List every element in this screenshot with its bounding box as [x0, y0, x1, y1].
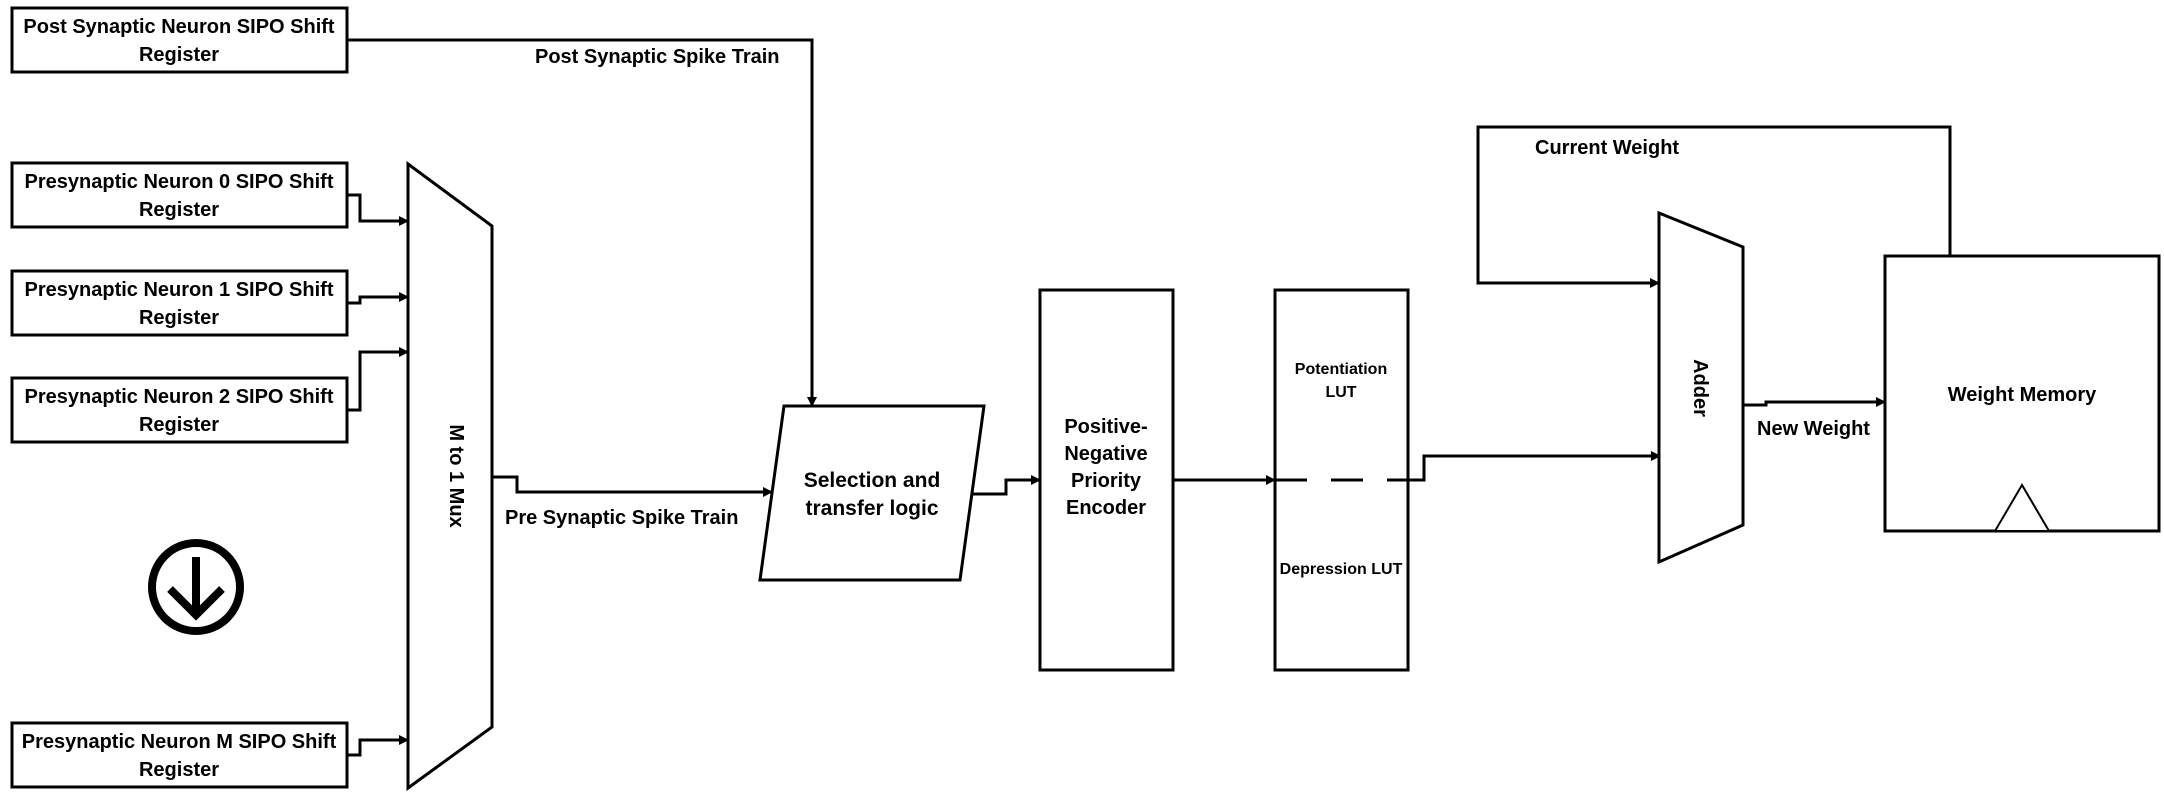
adder-label: Adder	[1689, 359, 1711, 417]
post-spike-train-wire: Post Synaptic Spike Train	[347, 38, 817, 407]
post-synaptic-register: Post Synaptic Neuron SIPO Shift Register	[10, 6, 349, 74]
post-register-label-line2: Register	[139, 44, 219, 66]
pre-register-0-label-line2: Register	[139, 199, 219, 221]
register-to-mux-wires	[347, 193, 409, 757]
pre-spike-train-wire: Pre Synaptic Spike Train	[492, 475, 773, 529]
pre-register-1-label-line2: Register	[139, 307, 219, 329]
lut-to-adder-wire	[1408, 451, 1661, 482]
selection-label-line2: transfer logic	[805, 497, 938, 520]
priority-encoder-block: Positive- Negative Priority Encoder	[1038, 288, 1175, 672]
mux-label: M to 1 Mux	[445, 424, 467, 527]
pre-register-m-label-line1: Presynaptic Neuron M SIPO Shift	[22, 731, 337, 753]
presynaptic-register-2: Presynaptic Neuron 2 SIPO Shift Register	[10, 376, 349, 444]
new-weight-label: New Weight	[1757, 418, 1870, 440]
presynaptic-register-1: Presynaptic Neuron 1 SIPO Shift Register	[10, 269, 349, 337]
weight-memory-block: Weight Memory	[1883, 254, 2161, 533]
presynaptic-register-0: Presynaptic Neuron 0 SIPO Shift Register	[10, 161, 349, 229]
selection-label-line1: Selection and	[804, 469, 941, 492]
arrow-down-circle-icon	[148, 539, 244, 635]
adder-block: Adder	[1657, 210, 1745, 565]
post-spike-train-label: Post Synaptic Spike Train	[535, 46, 780, 68]
encoder-label-line3: Priority	[1071, 470, 1142, 492]
clock-triangle-icon	[1993, 483, 2051, 532]
potentiation-lut-label-line1: Potentiation	[1295, 361, 1387, 378]
lut-block: Potentiation LUT Depression LUT	[1273, 288, 1410, 672]
selection-to-encoder-wire	[972, 475, 1041, 496]
pre-spike-train-label: Pre Synaptic Spike Train	[505, 507, 738, 529]
depression-lut-label: Depression LUT	[1280, 561, 1403, 578]
pre-register-2-label-line1: Presynaptic Neuron 2 SIPO Shift	[25, 386, 334, 408]
potentiation-lut-label-line2: LUT	[1325, 384, 1356, 401]
encoder-label-line1: Positive-	[1064, 416, 1147, 438]
pre-register-2-label-line2: Register	[139, 414, 219, 436]
pre-register-1-label-line1: Presynaptic Neuron 1 SIPO Shift	[25, 279, 334, 301]
m-to-1-mux: M to 1 Mux	[406, 161, 494, 791]
encoder-label-line4: Encoder	[1066, 497, 1146, 519]
pre-register-m-label-line2: Register	[139, 759, 219, 781]
weight-memory-label: Weight Memory	[1948, 384, 2097, 406]
selection-transfer-logic-block: Selection and transfer logic	[758, 404, 986, 582]
current-weight-wire: Current Weight	[1476, 125, 1952, 288]
current-weight-label: Current Weight	[1535, 137, 1679, 159]
presynaptic-register-m: Presynaptic Neuron M SIPO Shift Register	[10, 721, 349, 789]
post-register-label-line1: Post Synaptic Neuron SIPO Shift	[23, 16, 334, 38]
encoder-label-line2: Negative	[1064, 443, 1147, 465]
pre-register-0-label-line1: Presynaptic Neuron 0 SIPO Shift	[25, 171, 334, 193]
new-weight-wire: New Weight	[1743, 397, 1886, 440]
